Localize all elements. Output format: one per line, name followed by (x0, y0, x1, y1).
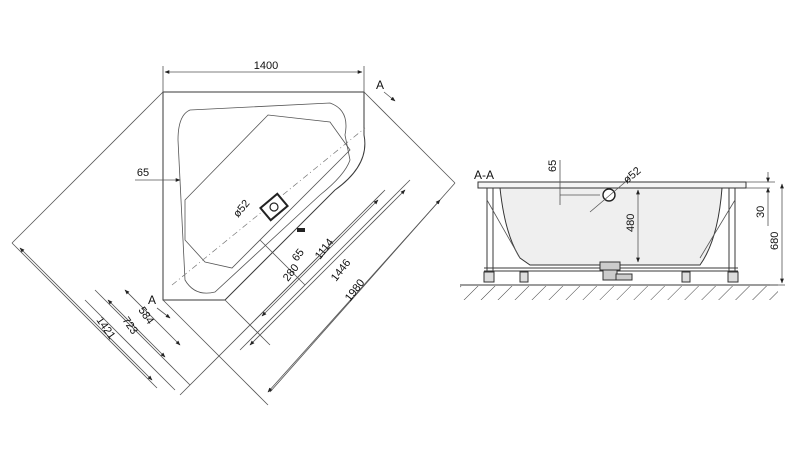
plan-centre-line (171, 127, 366, 286)
floor-hatch (460, 286, 778, 300)
section-dim-480: 480 (625, 214, 637, 232)
tub-rim (477, 181, 747, 189)
plan-overflow (297, 228, 305, 232)
dim-width-1400: 1400 (254, 60, 278, 72)
dim-left-offset-65: 65 (137, 167, 149, 179)
plan-drain-hole (269, 202, 279, 212)
section-dim-680: 680 (769, 232, 781, 250)
section-view: A-A ø52 (460, 160, 785, 300)
tub-inner-bowl (177, 102, 351, 294)
plan-drain-label: ø52 (231, 198, 252, 220)
dim-1980: 1980 (343, 277, 368, 304)
dim-280: 280 (281, 262, 302, 284)
tub-section-body (499, 187, 723, 266)
section-dim-65: 65 (547, 160, 559, 172)
section-dim-30: 30 (755, 206, 767, 218)
waste-trap (599, 261, 633, 281)
dim-584: 584 (136, 305, 156, 327)
dim-1446: 1446 (329, 257, 354, 284)
section-marker-a-bottom: A (148, 293, 156, 307)
tub-basin (184, 114, 351, 269)
section-marker-a-top: A (376, 78, 384, 92)
section-title: A-A (474, 168, 494, 182)
dim-65b: 65 (290, 247, 307, 264)
plan-view: 1400 65 ø52 1421 1980 1446 1114 65 280 5… (11, 60, 456, 406)
